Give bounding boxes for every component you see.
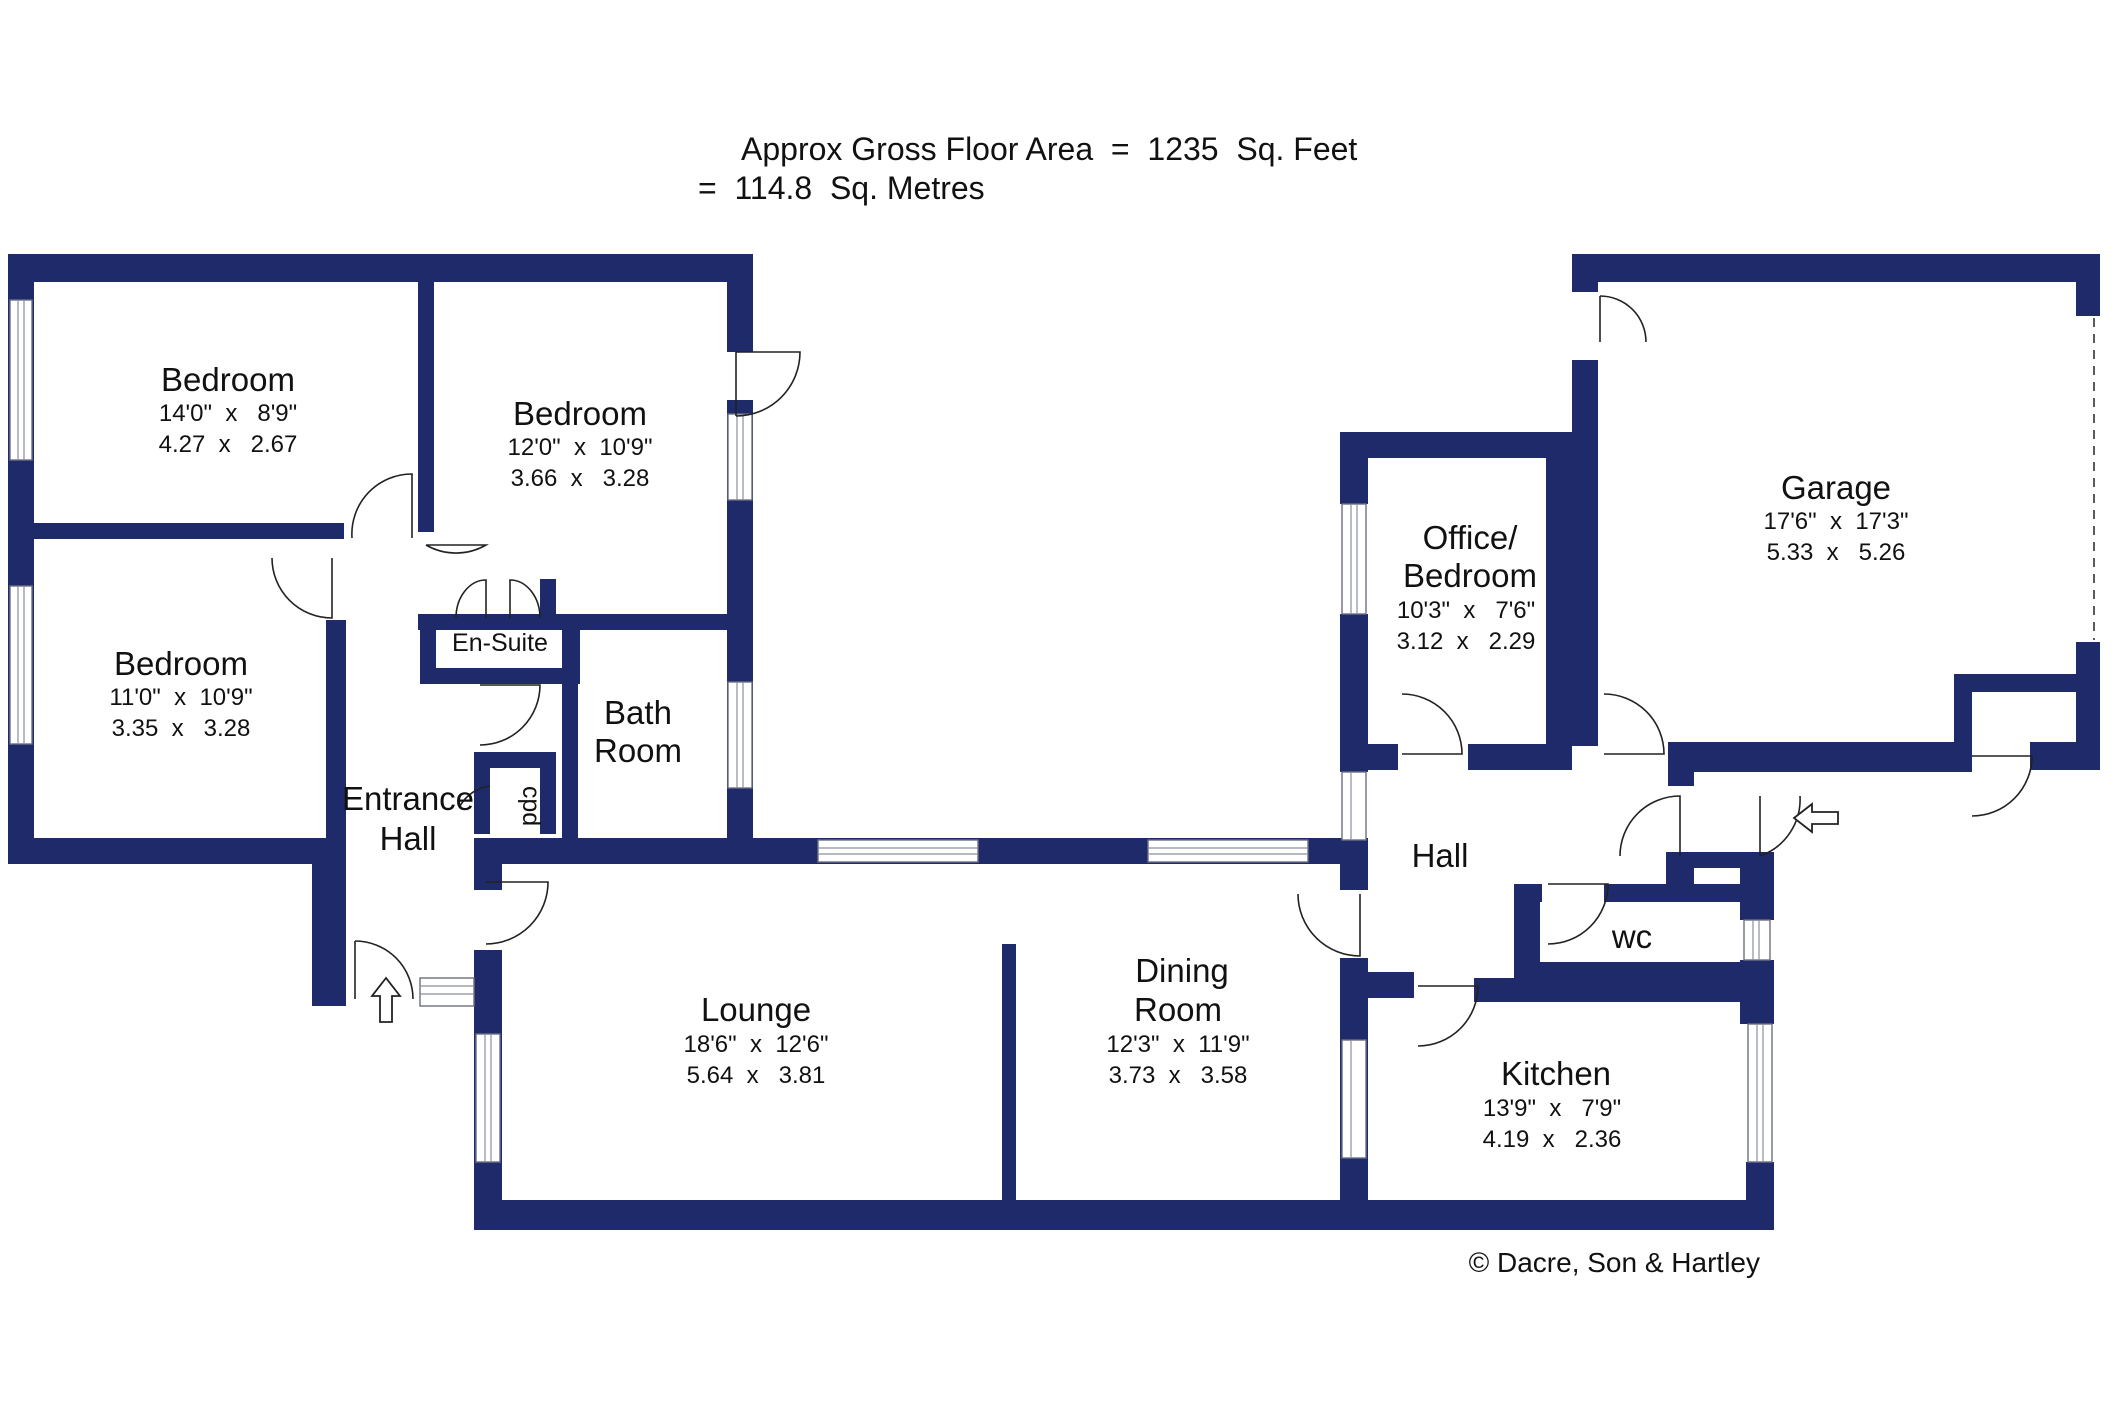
lounge-name: Lounge [701, 991, 811, 1028]
hall-label: Hall [1412, 837, 1469, 874]
bedroom-middle-imperial: 12'0" x 10'9" [508, 434, 653, 461]
area-imperial: Approx Gross Floor Area = 1235 Sq. Feet [741, 131, 1357, 167]
bedroom-left-name: Bedroom [114, 645, 248, 682]
windows [9, 299, 1773, 1163]
bedroom-left-metric: 3.35 x 3.28 [112, 715, 251, 742]
garage-imperial: 17'6" x 17'3" [1764, 508, 1909, 535]
cpd-label: cpd [517, 786, 545, 826]
side-entrance-arrow-icon [1792, 802, 1839, 834]
bedroom-left-imperial: 11'0" x 10'9" [109, 684, 252, 711]
area-metric: = 114.8 Sq. Metres [698, 170, 985, 206]
bedroom-middle-metric: 3.66 x 3.28 [511, 465, 650, 492]
office-bedroom-imperial: 10'3" x 7'6" [1397, 597, 1535, 624]
kitchen-metric: 4.19 x 2.36 [1483, 1126, 1622, 1153]
dining-room-imperial: 12'3" x 11'9" [1106, 1031, 1249, 1058]
en-suite-label: En-Suite [452, 629, 548, 657]
lounge-imperial: 18'6" x 12'6" [684, 1031, 829, 1058]
bedroom-middle-name: Bedroom [513, 395, 647, 432]
bedroom-top-left-metric: 4.27 x 2.67 [159, 431, 298, 458]
entrance-arrow-icon [370, 976, 402, 1023]
dining-room-label-line2: Room [1134, 991, 1222, 1028]
garage-name: Garage [1781, 469, 1891, 506]
office-bedroom-metric: 3.12 x 2.29 [1397, 628, 1536, 655]
walls [8, 254, 2100, 1230]
office-bedroom-label-line1: Office/ [1423, 519, 1519, 556]
copyright-credit: © Dacre, Son & Hartley [1469, 1247, 1760, 1278]
doors [271, 295, 2095, 1047]
entrance-hall-label-line1: Entrance [342, 780, 474, 817]
kitchen-imperial: 13'9" x 7'9" [1483, 1095, 1621, 1122]
bedroom-top-left-imperial: 14'0" x 8'9" [159, 400, 297, 427]
bedroom-top-left-name: Bedroom [161, 361, 295, 398]
dining-room-label-line1: Dining [1135, 952, 1229, 989]
dining-room-metric: 3.73 x 3.58 [1109, 1062, 1248, 1089]
lounge-metric: 5.64 x 3.81 [687, 1062, 826, 1089]
kitchen-name: Kitchen [1501, 1055, 1611, 1092]
wc-label: wc [1611, 918, 1652, 955]
bath-room-label-line1: Bath [604, 694, 672, 731]
entrance-hall-label-line2: Hall [380, 820, 437, 857]
office-bedroom-label-line2: Bedroom [1403, 557, 1537, 594]
garage-metric: 5.33 x 5.26 [1767, 539, 1906, 566]
bath-room-label-line2: Room [594, 732, 682, 769]
